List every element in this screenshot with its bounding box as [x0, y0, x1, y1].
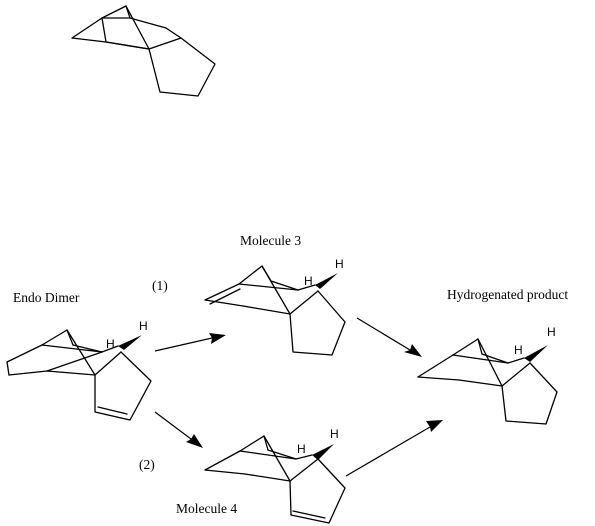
- arrow-molecule-3-to-product: [356, 317, 422, 357]
- arrow-molecule-4-to-product: [345, 420, 443, 477]
- molecule-3-label: Molecule 3: [240, 233, 302, 248]
- molecule-3-h-label: H: [304, 274, 313, 288]
- endo-dimer-h-wedge-label: H: [139, 319, 148, 333]
- step-1-label: (1): [152, 278, 168, 293]
- top-skeleton-structure: [71, 5, 216, 97]
- product-h-wedge-label: H: [547, 325, 556, 339]
- hydrogenated-product-structure: [417, 338, 558, 425]
- hydrogenated-product-label: Hydrogenated product: [447, 287, 569, 302]
- molecule-4-structure: [204, 435, 346, 524]
- arrow-dimer-to-molecule-3: [154, 333, 226, 352]
- molecule-3-structure: [204, 265, 346, 356]
- endo-dimer-structure: [6, 329, 152, 421]
- molecule-4-label: Molecule 4: [176, 501, 238, 516]
- molecule-4-h-wedge-label: H: [330, 427, 339, 441]
- endo-dimer-label: Endo Dimer: [13, 290, 80, 305]
- step-2-label: (2): [139, 457, 155, 472]
- arrow-dimer-to-molecule-4: [154, 411, 203, 448]
- molecule-4-h-label: H: [297, 442, 306, 456]
- product-h-label: H: [514, 343, 523, 357]
- endo-dimer-h-label: H: [106, 337, 115, 351]
- molecule-3-h-wedge-label: H: [335, 257, 344, 271]
